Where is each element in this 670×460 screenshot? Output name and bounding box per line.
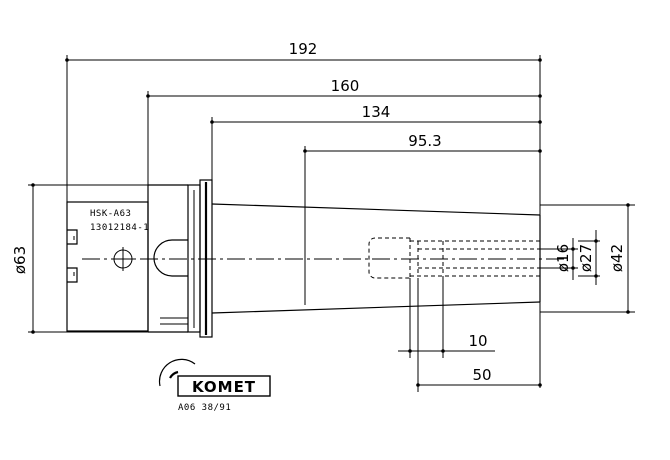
dim-dia63: ø63	[11, 183, 148, 334]
dim-dia16: ø16	[540, 238, 578, 280]
dim-134: 134	[210, 103, 542, 182]
shank-label-2: 13012184-1	[90, 223, 149, 233]
dim-160: 160	[146, 77, 542, 185]
dim-dia16-label: ø16	[554, 244, 572, 272]
shank-label-1: HSK-A63	[90, 209, 131, 219]
dim-dia27: ø27	[577, 230, 600, 285]
dim-10: 10	[398, 276, 495, 358]
taper-extension	[211, 203, 541, 314]
dim-50-label: 50	[472, 366, 491, 384]
komet-logo: KOMET A06 38/91	[158, 358, 271, 413]
dim-10-label: 10	[468, 332, 487, 350]
dim-dia42-label: ø42	[608, 244, 626, 272]
dim-95-3-label: 95.3	[408, 132, 441, 150]
dim-160-label: 160	[331, 77, 360, 95]
dim-192-label: 192	[289, 40, 318, 58]
dim-50: 50	[416, 278, 542, 392]
komet-brand: KOMET	[192, 378, 256, 396]
dim-134-label: 134	[362, 103, 391, 121]
dim-dia63-label: ø63	[11, 246, 29, 274]
dim-95-3: 95.3	[303, 132, 542, 305]
dim-dia27-label: ø27	[577, 244, 595, 272]
dim-dia42: ø42	[540, 203, 635, 314]
komet-code: A06 38/91	[178, 403, 231, 413]
